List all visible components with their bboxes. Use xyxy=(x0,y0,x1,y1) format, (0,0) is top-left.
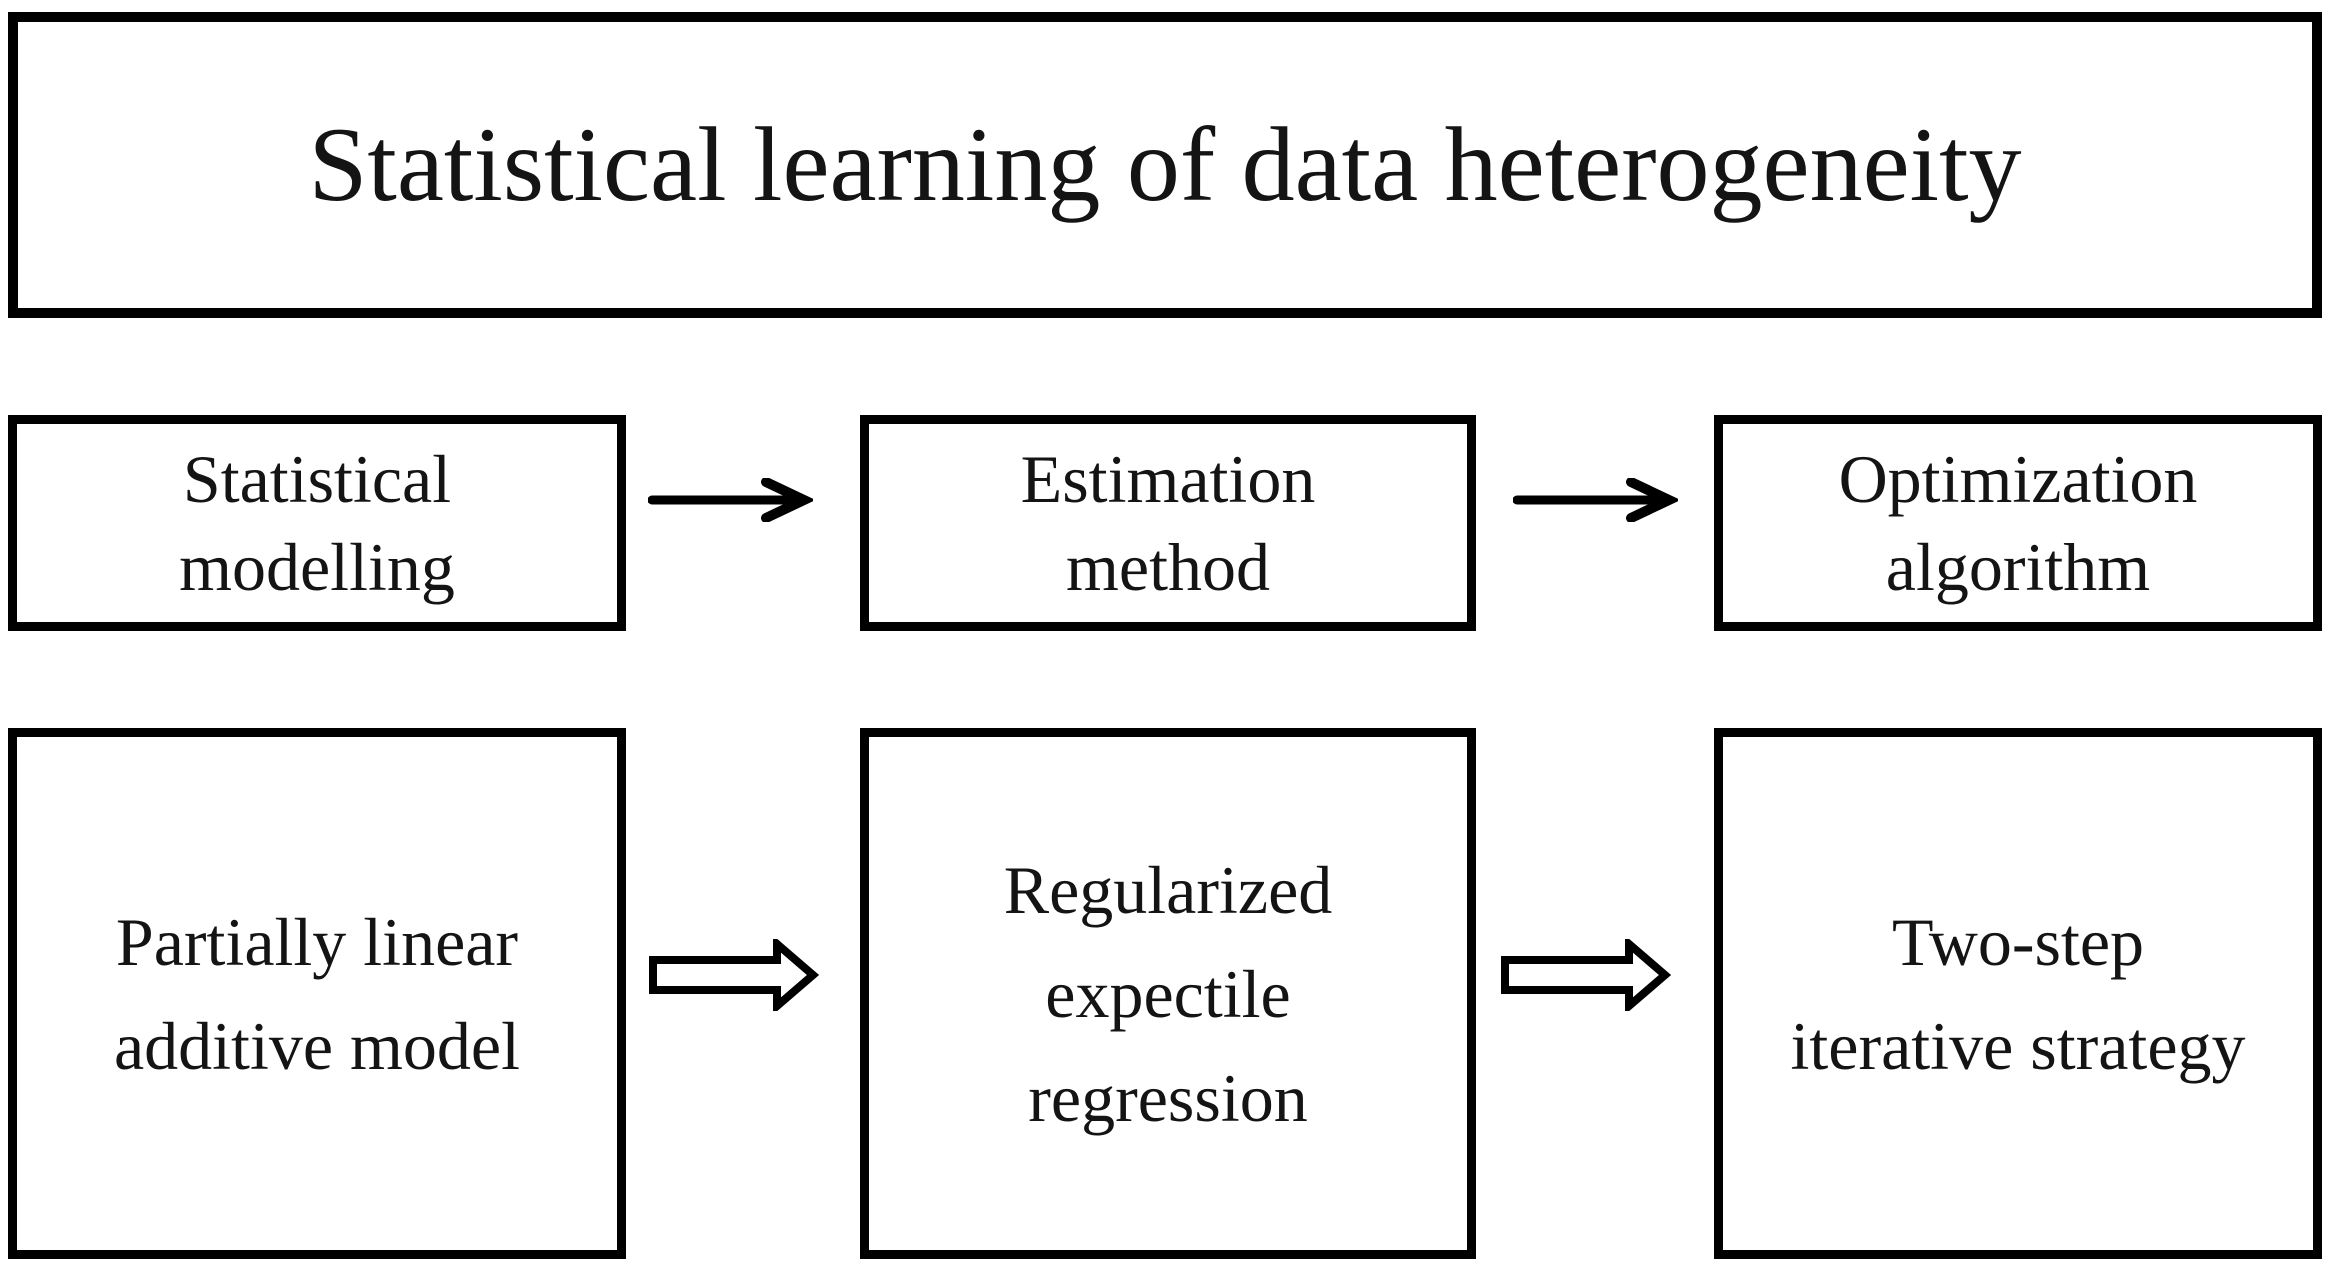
arrow-right-icon xyxy=(1513,478,1678,522)
box-text-line: Partially linear xyxy=(115,903,519,980)
block-arrow-right-icon xyxy=(1501,939,1672,1011)
box-text-line: Estimation xyxy=(1020,441,1316,517)
arrow-right-icon xyxy=(648,478,813,522)
box-text-line: modelling xyxy=(179,529,455,605)
box-text-line: Two-step xyxy=(1891,903,2145,980)
regularized-expectile-regression-box: Regularized expectile regression xyxy=(860,728,1476,1259)
statistical-modelling-box: Statistical modelling xyxy=(8,415,626,631)
two-step-iterative-strategy-box: Two-step iterative strategy xyxy=(1714,728,2322,1259)
box-text-line: iterative strategy xyxy=(1790,1007,2246,1084)
box-text-line: Optimization xyxy=(1838,441,2198,517)
title-box: Statistical learning of data heterogenei… xyxy=(8,12,2322,318)
partially-linear-additive-model-box: Partially linear additive model xyxy=(8,728,626,1259)
estimation-method-box: Estimation method xyxy=(860,415,1476,631)
optimization-algorithm-box: Optimization algorithm xyxy=(1714,415,2322,631)
box-text-line: regression xyxy=(1028,1059,1308,1136)
box-text-line: algorithm xyxy=(1885,529,2151,605)
box-text-line: Regularized xyxy=(1003,851,1333,928)
diagram-title: Statistical learning of data heterogenei… xyxy=(308,105,2022,223)
box-text-line: expectile xyxy=(1045,955,1291,1032)
box-text-line: method xyxy=(1066,529,1270,605)
box-text-line: additive model xyxy=(113,1007,520,1084)
box-text-line: Statistical xyxy=(182,441,452,517)
block-arrow-right-icon xyxy=(649,939,820,1011)
